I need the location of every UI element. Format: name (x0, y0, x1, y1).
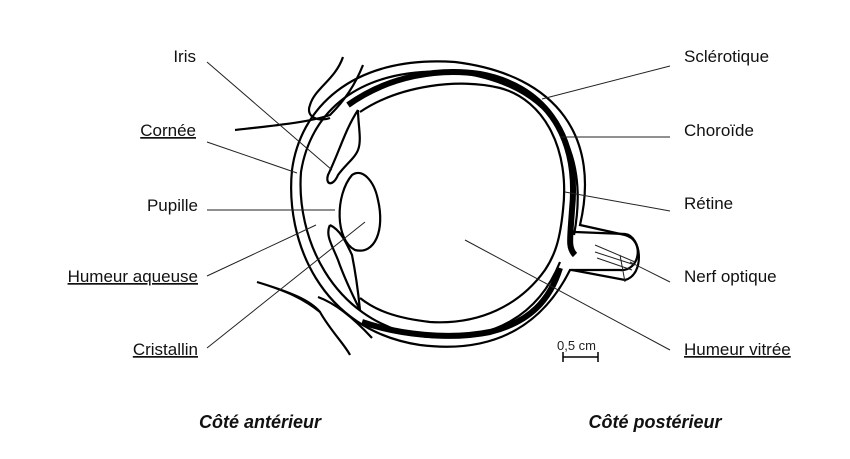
label-cornee: Cornée (140, 121, 196, 140)
label-humeur-vitree: Humeur vitrée (684, 340, 791, 359)
label-retine: Rétine (684, 194, 733, 213)
label-choroide: Choroïde (684, 121, 754, 140)
retina (359, 82, 566, 324)
optic-nerve (571, 230, 640, 282)
sclera-inner (299, 70, 579, 339)
label-humeur-aqueuse: Humeur aqueuse (68, 267, 198, 286)
side-anterior: Côté antérieur (199, 412, 322, 432)
label-nerf-optique: Nerf optique (684, 267, 777, 286)
choroid-lower (361, 267, 563, 339)
scale-bar (562, 352, 599, 362)
upper-eyelid (234, 56, 365, 132)
side-posterior: Côté postérieur (588, 412, 722, 432)
label-pupille: Pupille (147, 196, 198, 215)
iris-upper (326, 109, 361, 185)
choroid (346, 69, 578, 258)
label-cristallin: Cristallin (133, 340, 198, 359)
lens (338, 172, 382, 252)
scale-label: 0,5 cm (557, 338, 596, 353)
label-iris: Iris (173, 47, 196, 66)
label-sclerotique: Sclérotique (684, 47, 769, 66)
sclera (290, 60, 639, 348)
